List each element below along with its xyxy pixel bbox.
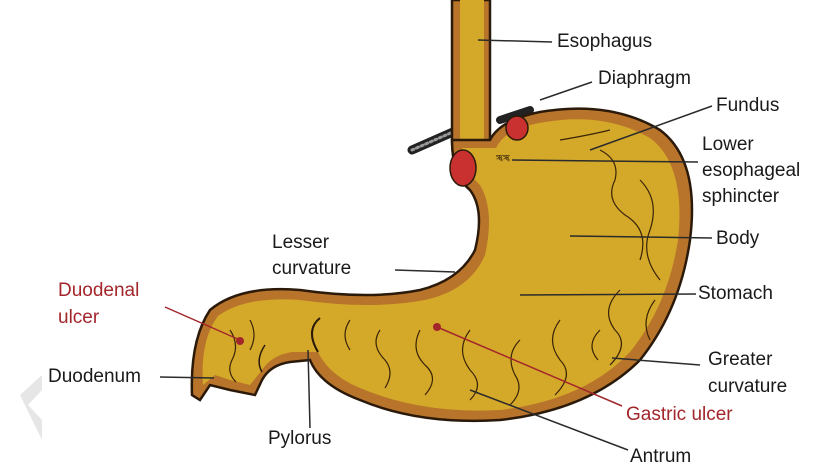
left-edge-chevron <box>20 375 42 440</box>
label-les-line2: esophageal <box>702 160 800 182</box>
label-lesser-line1: Lesser <box>272 232 329 254</box>
label-lesser-line2: curvature <box>272 258 351 280</box>
leader-duodenum <box>160 377 214 378</box>
label-duodenal-line1: Duodenal <box>58 280 139 302</box>
label-les-line3: sphincter <box>702 186 779 208</box>
label-greater-line2: curvature <box>708 376 787 398</box>
les-texture: ॠॠ <box>496 153 510 162</box>
label-duodenal-line2: ulcer <box>58 307 99 329</box>
leader-stomach <box>520 294 696 295</box>
leader-lesser-curvature <box>395 270 455 272</box>
label-antrum: Antrum <box>630 446 691 468</box>
gastric-ulcer-dot <box>433 323 441 331</box>
sphincter-left <box>450 150 476 186</box>
label-gastric-ulcer: Gastric ulcer <box>626 404 733 426</box>
label-les-line1: Lower <box>702 134 754 156</box>
label-greater-line1: Greater <box>708 349 772 371</box>
sphincter-right <box>506 116 528 140</box>
label-stomach: Stomach <box>698 283 773 305</box>
label-duodenum: Duodenum <box>48 366 141 388</box>
label-fundus: Fundus <box>716 95 779 117</box>
label-pylorus: Pylorus <box>268 428 331 450</box>
leader-diaphragm <box>540 82 592 100</box>
duodenal-ulcer-dot <box>236 337 244 345</box>
label-diaphragm: Diaphragm <box>598 68 691 90</box>
label-esophagus: Esophagus <box>557 31 652 53</box>
label-body: Body <box>716 228 759 250</box>
